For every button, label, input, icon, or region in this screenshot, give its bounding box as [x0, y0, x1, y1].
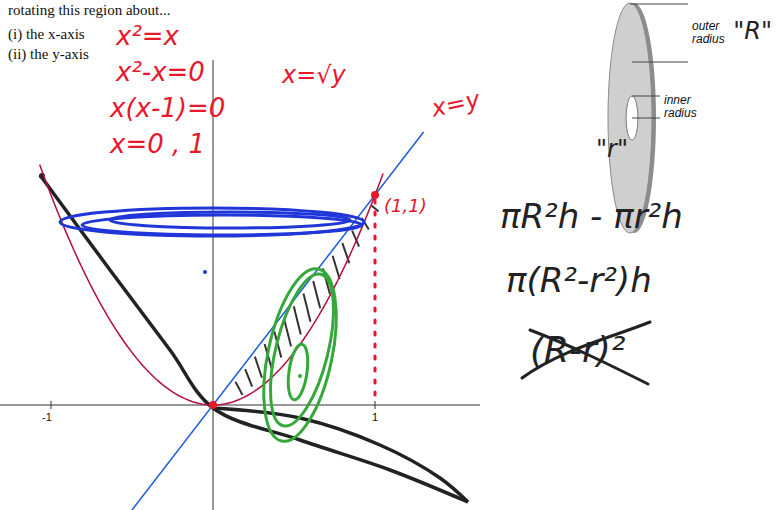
washer-scribble	[250, 262, 349, 447]
curve-label: x=y	[429, 86, 482, 122]
handwritten-equation: x²-x=0	[116, 58, 205, 87]
tick-label: -1	[42, 411, 52, 423]
question-text: (i) the x-axis	[8, 26, 85, 43]
part-name: outer radius	[692, 20, 738, 46]
part-name: inner radius	[664, 94, 708, 120]
curve-label: x=√y	[282, 62, 346, 88]
disk-scribble	[60, 208, 364, 236]
mirror-stroke	[213, 408, 468, 502]
point-label: (1,1)	[384, 196, 427, 216]
dotted-line	[374, 200, 377, 403]
crossout-strokes	[522, 322, 650, 384]
tick	[51, 401, 52, 409]
point	[371, 191, 379, 199]
dot	[298, 374, 302, 378]
tick-label: 1	[372, 411, 378, 423]
y-axis	[213, 60, 214, 510]
question-text: rotating this region about...	[8, 2, 170, 19]
tick	[375, 401, 376, 409]
handwritten-equation: x=0 , 1	[110, 130, 205, 159]
handwritten-formula: πR²h - πr²h	[500, 198, 683, 235]
handwritten-symbol: "R"	[733, 18, 772, 44]
line-y-equals-x	[116, 132, 424, 510]
handwritten-symbol: "r"	[596, 136, 628, 162]
handwritten-equation: x(x-1)=0	[110, 94, 225, 123]
x-axis	[0, 405, 480, 406]
crossed-out-formula: (R-r)²	[530, 330, 625, 370]
handwritten-formula: π(R²-r²)h	[506, 262, 652, 299]
point	[209, 401, 217, 409]
dot	[203, 270, 207, 274]
handwritten-equation: x²=x	[116, 22, 179, 51]
mirror-stroke	[40, 175, 468, 502]
question-text: (ii) the y-axis	[8, 46, 89, 63]
graph	[39, 132, 468, 510]
